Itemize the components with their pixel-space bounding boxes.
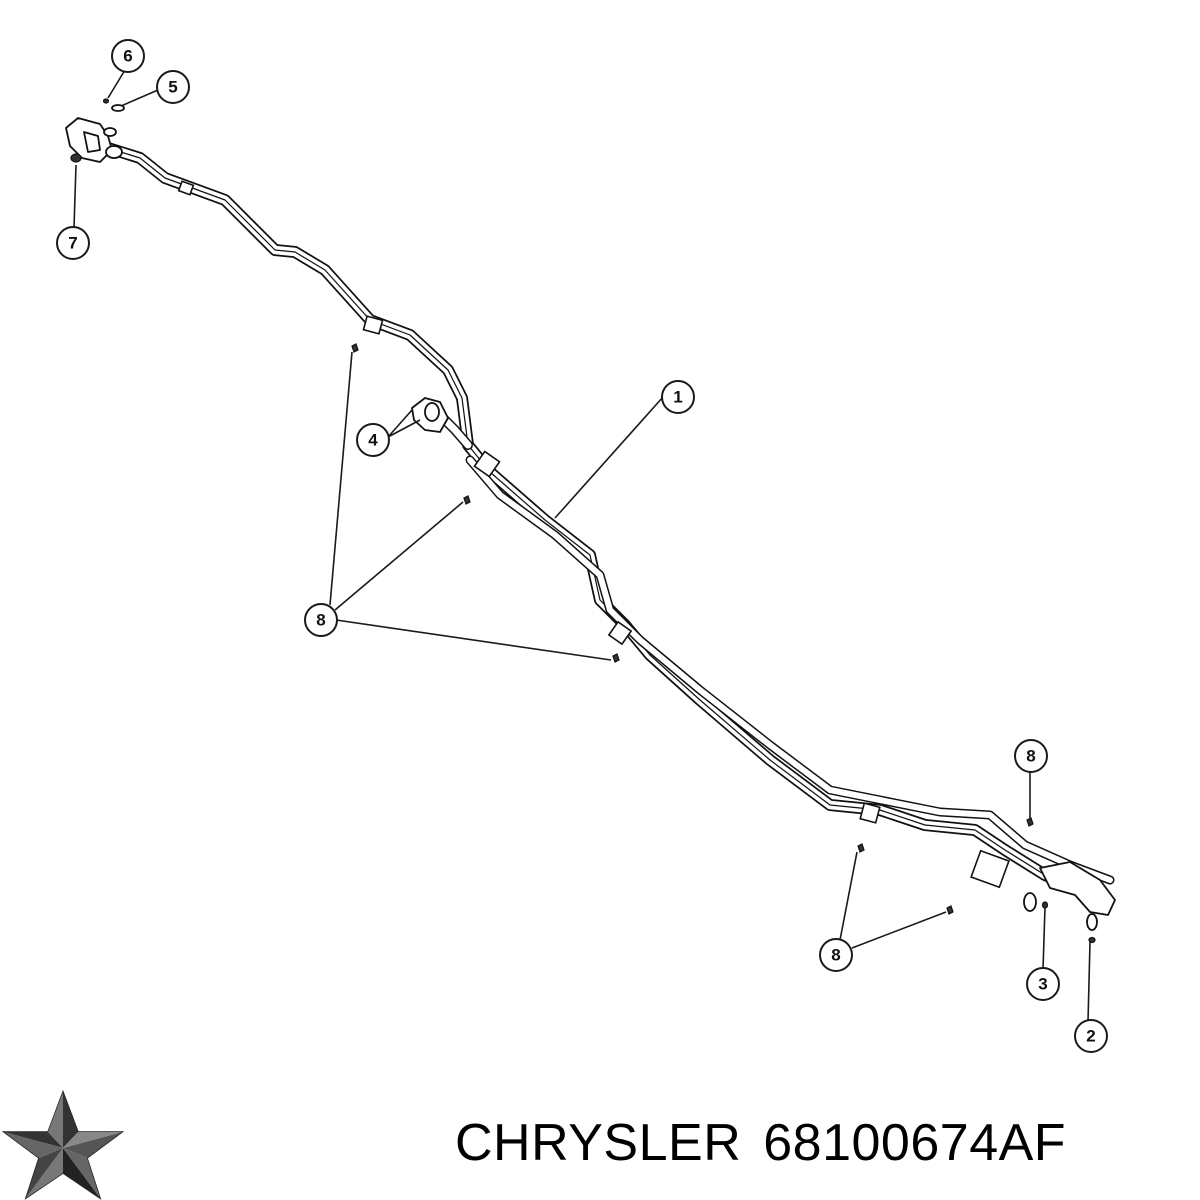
callout-5: 5 [156,70,190,104]
bolt-8-6 [946,905,954,915]
callout-4-label: 4 [368,431,378,450]
tube-assembly [102,142,1115,901]
brand-name: CHRYSLER [455,1114,742,1172]
callout-8c: 8 [819,938,853,972]
callout-8a-label: 8 [316,611,325,630]
callout-2-label: 2 [1086,1027,1095,1046]
bolt-8-3 [612,653,620,663]
callout-7: 7 [56,226,90,260]
bolts [351,343,1034,915]
callout-7-label: 7 [68,234,77,253]
callout-2: 2 [1074,1019,1108,1053]
callout-1-label: 1 [673,388,682,407]
bolt-8-1 [351,343,359,353]
part-5-oring [111,104,125,112]
mid-connector [411,397,449,433]
part-caption: CHRYSLER 68100674AF [455,1108,1066,1178]
callout-6: 6 [111,39,145,73]
callout-4: 4 [356,423,390,457]
callout-8b: 8 [1014,739,1048,773]
callout-3-label: 3 [1038,975,1047,994]
callout-8c-label: 8 [831,946,840,965]
part-6-seal [102,98,110,104]
callout-3: 3 [1026,967,1060,1001]
callout-5-label: 5 [168,78,177,97]
part-number: 68100674AF [763,1114,1067,1172]
front-connector [65,98,125,163]
bolt-8-2 [463,495,471,505]
chrysler-pentastar-icon [1,1089,125,1200]
callout-8b-label: 8 [1026,747,1035,766]
part-7-cap [70,153,82,163]
callout-8a: 8 [304,603,338,637]
leader-lines [73,69,1091,1023]
part-2-seal [1088,936,1096,944]
callout-6-label: 6 [123,47,132,66]
callout-1: 1 [661,380,695,414]
bolt-8-5 [857,843,865,853]
